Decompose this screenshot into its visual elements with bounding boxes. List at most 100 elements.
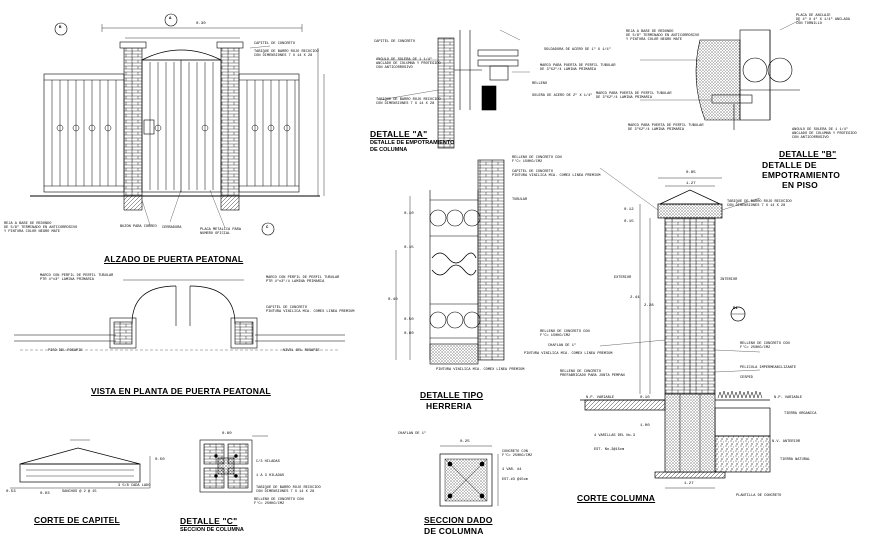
- subtitle-detalle-tipo: HERRERIA: [426, 401, 472, 411]
- note-chaflan-dado: CHAFLAN DE 1": [398, 432, 427, 436]
- note-marco-tubular: MARCO CON PERFIL DE PERFIL TUBULAR PTR 4…: [266, 276, 340, 285]
- note-reja: REJA A BASE DE REDONDO DE 5/8" TERMINADO…: [4, 222, 78, 235]
- note-tabique-a: TABIQUE DE BARRO ROJO RECOCIDO CON DIMEN…: [376, 98, 441, 107]
- note-relleno-tipo: RELLENO DE CONCRETO CON F'C= 150KG/CM2: [512, 156, 562, 165]
- dim-040: 0.40: [388, 298, 398, 302]
- note-capitel-a: CAPITEL DE CONCRETO: [374, 40, 415, 44]
- title-corte-columna: CORTE COLUMNA: [577, 493, 656, 503]
- note-angulo-b: ANGULO DE SOLERA DE 1 1/4" ANCLADO DE CO…: [792, 128, 857, 141]
- dim-010: 0.10: [640, 396, 650, 400]
- note-piso: PISO DEL ROSAPIE: [48, 349, 83, 353]
- note-pintura-tipo: PINTURA VINILICA MCA. COMEX LINEA PREMIU…: [436, 368, 525, 372]
- detalle-c-section: [199, 435, 268, 493]
- dim-003: 0.03: [40, 492, 50, 496]
- dim-015: 0.15: [624, 220, 634, 224]
- title-seccion-dado: SECCION DADO: [424, 515, 493, 525]
- note-relleno-col: RELLENO DE CONCRETO CON F'C= 150KG/CM2: [540, 330, 590, 339]
- dim-127b: 1.27: [684, 482, 694, 486]
- note-capitel-tipo: CAPITEL DE CONCRETO PINTURA VINILICA MCA…: [512, 170, 601, 179]
- note-hiladas: C/3 HILADAS: [256, 460, 280, 464]
- subtitle-detalle-c: SECCION DE COLUMNA: [180, 527, 244, 533]
- note-relleno-col2: RELLENO DE CONCRETO PREFABRICADO PARA JU…: [560, 370, 625, 379]
- dim-015b: 0.15: [404, 246, 414, 250]
- note-tierra: TIERRA ORGANICA: [784, 412, 817, 416]
- note-pelicula: PELICULA IMPERMEABILIZANTE: [740, 366, 797, 370]
- note-varillas: 4 VARILLAS DEL No.3: [594, 434, 635, 438]
- seccion-dado: [439, 445, 499, 507]
- dim-012: 0.12: [624, 208, 634, 212]
- marker-sheet: D1: [733, 307, 738, 311]
- note-relleno-col3: RELLENO DE CONCRETO CON F'C= 250KG/CM2: [740, 342, 790, 351]
- subtitle-detalle-a-2: DE COLUMNA: [370, 147, 408, 153]
- note-exterior: EXTERIOR: [614, 276, 632, 280]
- dim-060: 0.60: [404, 332, 414, 336]
- subtitle-detalle-a: DETALLE DE EMPOTRAMIENTO: [370, 140, 455, 146]
- note-marco-a2: MARCO PARA PUERTA DE PERFIL TUBULAR DE 3…: [596, 92, 672, 101]
- note-estribos-dado: EST.#3 @15cm: [502, 478, 528, 482]
- corte-columna: [580, 167, 771, 489]
- note-tubular-tipo: TUBULAR: [512, 198, 528, 202]
- alzado-elevation: [30, 13, 325, 236]
- note-tabique: TABIQUE DE BARRO ROJO RECOCIDO CON DIMEN…: [254, 50, 319, 59]
- note-tierra-nat: TIERRA NATURAL: [780, 458, 811, 462]
- note-capitel-planta: CAPITEL DE CONCRETO PINTURA VINILICA MCA…: [266, 306, 355, 315]
- note-cerradura: CERRADURA: [162, 226, 182, 230]
- detalle-b: [640, 19, 801, 130]
- note-nivel-piso-col: N.P. VARIABLE: [586, 396, 615, 400]
- note-cesped: CESPED: [740, 376, 753, 380]
- note-marco-planta: MARCO CON PERFIL DE PERFIL TUBULAR PTR 4…: [40, 274, 114, 283]
- note-interior: INTERIOR: [720, 278, 738, 282]
- note-varillas-dado: 4 VAR. #4: [502, 468, 522, 472]
- dim-228: 2.28: [644, 304, 654, 308]
- note-sanchos: SANCHOS @ 2 @ 15: [62, 490, 97, 494]
- note-armex: 1 A 3 HILADAS: [256, 474, 285, 478]
- note-reja-b: REJA A BASE DE REDONDO DE 5/8" TERMINADO…: [626, 30, 700, 43]
- note-buzon: BUZON PARA CORREO: [120, 225, 157, 229]
- dim-050b: 0.50: [155, 458, 165, 462]
- subtitle-detalle-b: DETALLE DE: [762, 160, 817, 170]
- note-estribos: EST. No.3@15cm: [594, 448, 625, 452]
- title-detalle-b: DETALLE "B": [779, 149, 837, 159]
- note-nivel-piso: NIVEL DEL ROSAPIE: [283, 349, 320, 353]
- planta-plan-view: [14, 279, 345, 351]
- note-capitel: CAPITEL DE CONCRETO: [254, 42, 295, 46]
- title-alzado: ALZADO DE PUERTA PEATONAL: [104, 254, 244, 264]
- note-pintura-col: PINTURA VINILICA MCA. COMEX LINEA PREMIU…: [524, 352, 613, 356]
- dim-050: 0.50: [404, 318, 414, 322]
- note-soldadura: SOLDADURA DE ACERO DE 1" X 1/4": [544, 48, 611, 52]
- marker-a: A: [169, 17, 172, 21]
- dim-053: 0.53: [6, 490, 16, 494]
- marker-b: B: [59, 26, 62, 30]
- note-solera-a: SOLERA DE ACERO DE 2" X 1/4": [532, 94, 593, 98]
- dim-025: 0.25: [460, 440, 470, 444]
- title-detalle-a: DETALLE "A": [370, 129, 428, 139]
- note-tabique-col: TABIQUE DE BARRO ROJO RECOCIDO CON DIMEN…: [727, 200, 792, 209]
- subtitle-seccion-dado: DE COLUMNA: [424, 526, 484, 536]
- dim-127: 1.27: [686, 182, 696, 186]
- note-relleno-c: RELLENO DE CONCRETO CON F'C= 250KG/CM2: [254, 498, 304, 507]
- title-detalle-tipo: DETALLE TIPO: [420, 390, 484, 400]
- note-concreto-dado: CONCRETO CON F'C= 250KG/CM2: [502, 450, 533, 459]
- note-nivel-m: N.V. ANTERIOR: [772, 440, 801, 444]
- note-placa-b: PLACA DE ANCLAJE DE 4" X 4" X 1/4" ANCLA…: [796, 14, 850, 27]
- dim-100: 1.00: [640, 424, 650, 428]
- note-placa: PLACA METALICA PARA NUMERO OFICIAL: [200, 228, 241, 237]
- dim-010b: 0.10: [404, 212, 414, 216]
- subtitle-detalle-b-3: EN PISO: [782, 180, 818, 190]
- dim-244: 2.44: [630, 296, 640, 300]
- capitel-section: [10, 439, 151, 489]
- dim-030: 0.30: [196, 22, 206, 26]
- subtitle-detalle-b-2: EMPOTRAMIENTO: [762, 170, 841, 180]
- note-marco-a: MARCO PARA PUERTA DE PERFIL TUBULAR DE 3…: [540, 64, 616, 73]
- detalle-tipo-herreria: [395, 159, 505, 365]
- dim-085: 0.85: [686, 171, 696, 175]
- note-tabique-c: TABIQUE DE BARRO ROJO RECOCIDO CON DIMEN…: [256, 486, 321, 495]
- marker-c: C: [266, 226, 269, 230]
- title-capitel: CORTE DE CAPITEL: [34, 515, 120, 525]
- detalle-a: [379, 29, 530, 149]
- title-planta: VISTA EN PLANTA DE PUERTA PEATONAL: [91, 386, 271, 396]
- note-chaflan: CHAFLAN DE 1": [548, 344, 577, 348]
- note-nivel-var: N.P. VARIABLE: [774, 396, 803, 400]
- dim-060b: 0.60: [222, 432, 232, 436]
